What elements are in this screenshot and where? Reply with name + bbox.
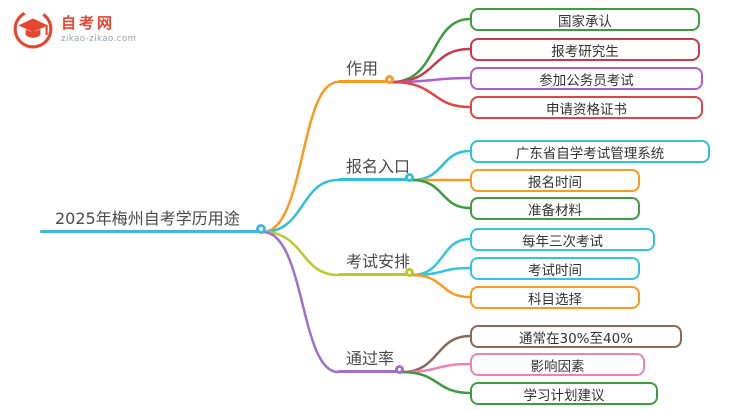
branch-label-uses: 作用	[346, 59, 379, 78]
connector-leaf	[390, 17, 472, 84]
logo-text: 自考网 zikao-zikao.com	[61, 14, 136, 44]
leaf-node: 广东省自学考试管理系统	[470, 140, 710, 163]
leaf-node: 报名时间	[470, 169, 640, 192]
branch-label-pass-rate: 通过率	[346, 349, 395, 368]
connector-leaf	[410, 237, 472, 277]
leaf-node: 影响因素	[470, 353, 645, 376]
leaf-node: 通常在30%至40%	[470, 325, 682, 348]
leaf-node: 考试时间	[470, 257, 640, 280]
graduation-cap-icon	[13, 9, 53, 49]
leaf-node: 准备材料	[470, 197, 640, 220]
root-node-label: 2025年梅州自考学历用途	[55, 209, 240, 228]
connector-leaf	[390, 80, 472, 109]
branch-endcap	[405, 268, 414, 277]
logo-subtitle: zikao-zikao.com	[61, 34, 137, 44]
leaf-node: 科目选择	[470, 286, 640, 309]
connector-leaf	[400, 370, 472, 395]
leaf-node: 国家承认	[470, 8, 700, 31]
connector-root-branch2	[261, 230, 340, 277]
branch-label-exam-schedule: 考试安排	[346, 252, 411, 271]
root-endcap	[256, 224, 266, 234]
branch-endcap	[385, 75, 394, 84]
branch-underline	[338, 370, 398, 373]
branch-underline	[338, 273, 408, 276]
leaf-node: 申请资格证书	[470, 96, 703, 119]
branch-endcap	[405, 173, 414, 182]
connector-leaf	[410, 266, 472, 277]
connector-leaf	[410, 178, 472, 210]
root-underline	[40, 230, 264, 233]
connector-leaf	[400, 334, 472, 374]
logo-title: 自考网	[61, 14, 116, 32]
leaf-node: 报考研究生	[470, 38, 700, 61]
branch-underline	[338, 178, 408, 181]
connector-leaf	[400, 362, 472, 374]
connector-leaf	[410, 149, 472, 182]
connector-root-branch1	[261, 178, 340, 234]
connector-root-branch0	[261, 80, 340, 234]
leaf-node: 参加公务员考试	[470, 67, 703, 90]
branch-underline	[338, 80, 388, 83]
connector-root-branch3	[261, 230, 340, 374]
connector-leaf	[410, 273, 472, 299]
leaf-node: 每年三次考试	[470, 228, 655, 251]
branch-endcap	[395, 365, 404, 374]
branch-label-registration: 报名入口	[346, 157, 411, 176]
leaf-node: 学习计划建议	[470, 382, 658, 405]
site-logo[interactable]: 自考网 zikao-zikao.com	[12, 8, 136, 50]
